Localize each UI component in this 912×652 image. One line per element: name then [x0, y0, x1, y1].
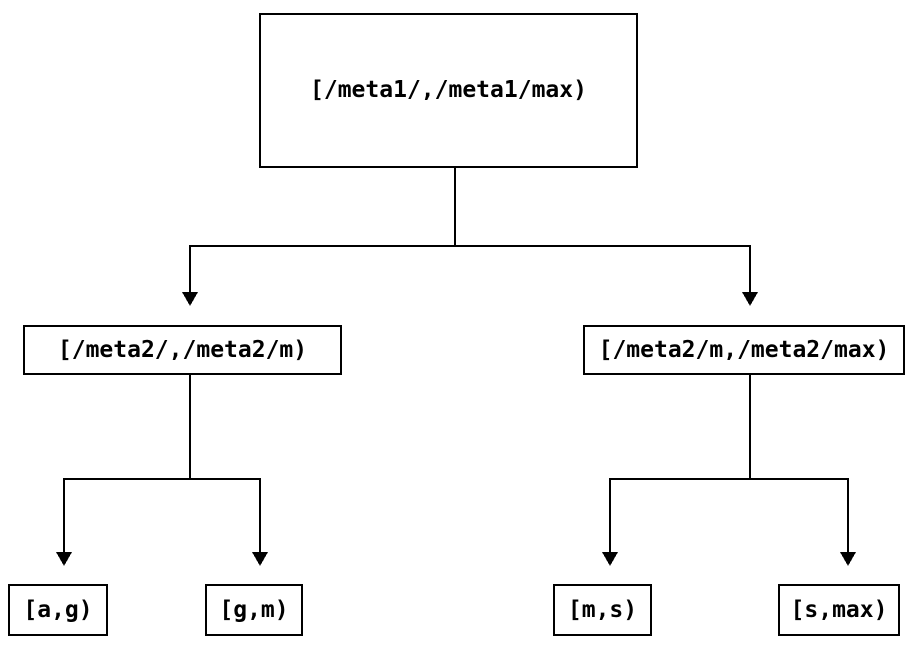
arrowhead-branch-right-icon [742, 292, 758, 306]
arrowhead-branch-left-icon [182, 292, 198, 306]
node-leaf-ms: [m,s) [553, 584, 652, 636]
node-leaf-gm: [g,m) [205, 584, 303, 636]
connector-branch-right-to-leaves [609, 375, 849, 552]
arrowhead-leaf-gm-icon [252, 552, 268, 566]
node-branch-left: [/meta2/,/meta2/m) [23, 325, 342, 375]
connector-branch-left-to-leaves [63, 375, 261, 552]
node-leaf-ag: [a,g) [8, 584, 108, 636]
arrowhead-leaf-ag-icon [56, 552, 72, 566]
arrowhead-leaf-ms-icon [602, 552, 618, 566]
node-leaf-smax: [s,max) [778, 584, 900, 636]
arrowhead-leaf-smax-icon [840, 552, 856, 566]
node-root: [/meta1/,/meta1/max) [259, 13, 638, 168]
connector-root-to-branches [189, 168, 751, 292]
node-branch-right: [/meta2/m,/meta2/max) [583, 325, 905, 375]
